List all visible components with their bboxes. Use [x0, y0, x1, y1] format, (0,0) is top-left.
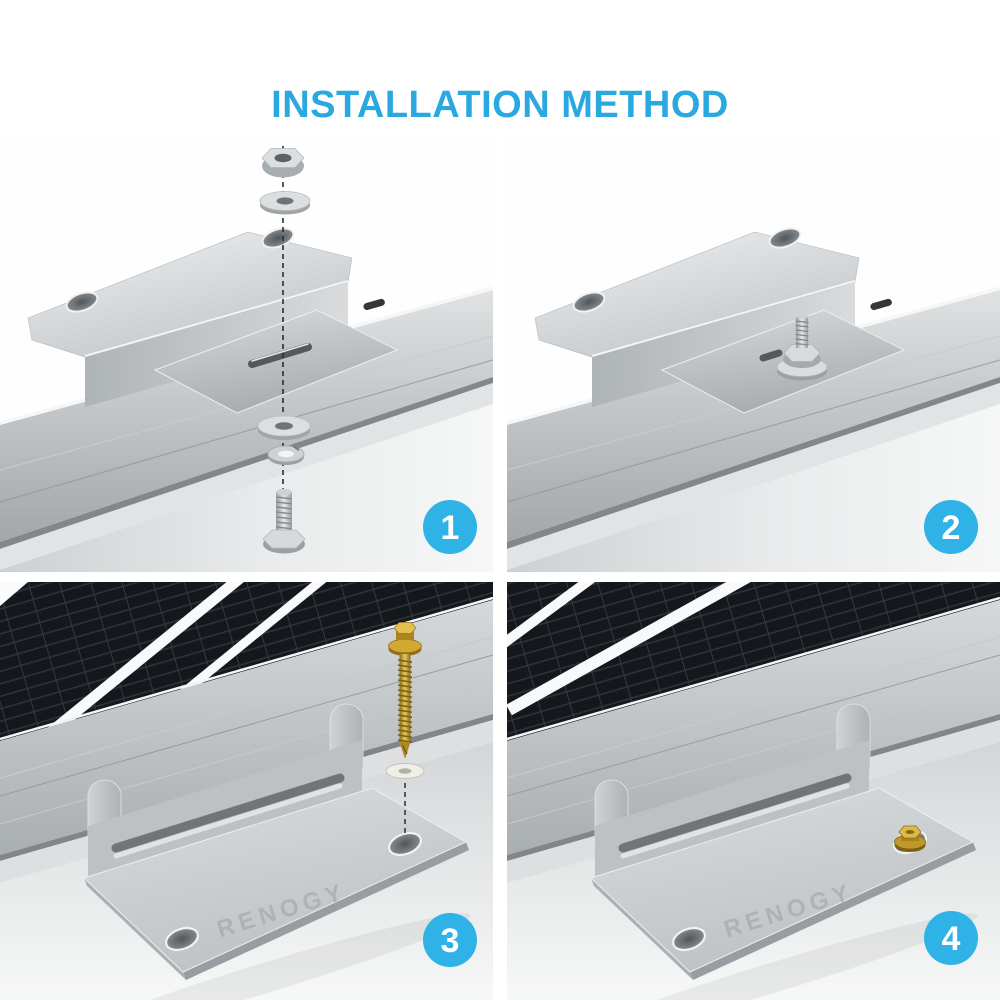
step-panel-2: 2	[507, 140, 1000, 572]
svg-text:3: 3	[441, 922, 460, 960]
bracket-hole-right	[261, 227, 295, 249]
svg-text:1: 1	[441, 509, 460, 547]
bracket-hole-left	[65, 291, 99, 313]
step-badge-3: 3	[423, 913, 477, 967]
frame-mounting-slot	[363, 298, 385, 311]
frame-mounting-slot	[870, 298, 892, 311]
step-panel-4: RENOGY 4	[507, 582, 1000, 1000]
step-1-render: 1	[0, 140, 493, 572]
step-badge-2: 2	[924, 500, 978, 554]
step-4-render: RENOGY 4	[507, 582, 1000, 1000]
fastened-flange-screw	[894, 825, 926, 852]
base-hole-left	[672, 926, 706, 952]
step-3-render: RENOGY	[0, 582, 493, 1000]
page-title: INSTALLATION METHOD	[271, 84, 729, 126]
hex-nut	[261, 148, 305, 178]
base-hole-left	[165, 926, 199, 952]
step-panel-1: 1	[0, 140, 493, 572]
step-2-render: 2	[507, 140, 1000, 572]
z-bracket: RENOGY	[59, 703, 471, 1000]
svg-text:2: 2	[942, 509, 961, 547]
mounting-slot-plate	[153, 309, 399, 414]
spring-washer	[267, 445, 305, 465]
svg-text:4: 4	[942, 920, 961, 958]
step-badge-1: 1	[423, 500, 477, 554]
flat-washer-bottom	[257, 415, 311, 440]
bracket-hole-left	[572, 291, 606, 313]
base-hole-right	[388, 831, 422, 857]
sealing-washer	[385, 763, 425, 782]
flat-washer-top	[259, 191, 311, 215]
assembled-bolt-nut-washer	[776, 313, 828, 381]
step-panel-3: RENOGY	[0, 582, 493, 1000]
hex-bolt	[262, 488, 306, 554]
z-bracket	[534, 227, 860, 407]
step-badge-4: 4	[924, 911, 978, 965]
bracket-hole-right	[768, 227, 802, 249]
z-bracket: RENOGY	[566, 703, 978, 1000]
self-drilling-screw	[388, 622, 422, 759]
